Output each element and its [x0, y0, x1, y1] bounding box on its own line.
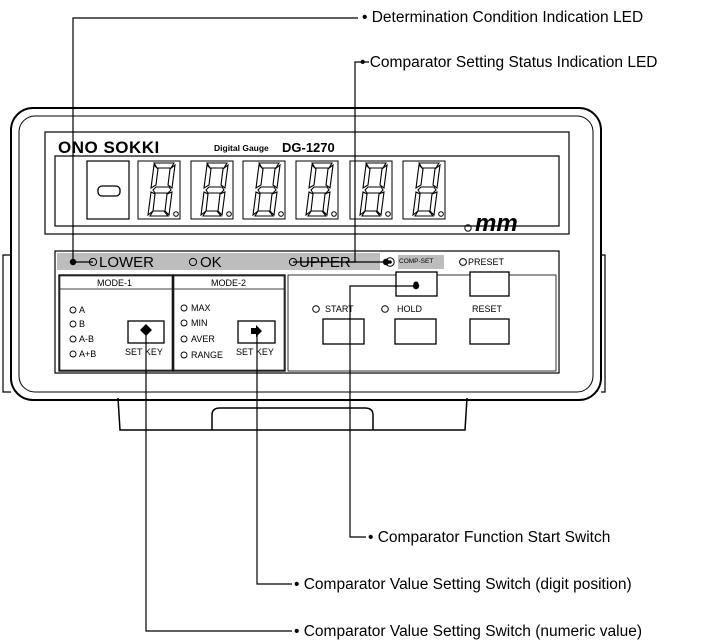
mode1-option-a-plus-b: A+B: [79, 349, 97, 359]
ok-led: [188, 257, 198, 267]
mode2-option-aver: AVER: [191, 334, 215, 344]
mode1-option-a: A: [79, 305, 86, 315]
callout-determination-led: • Determination Condition Indication LED: [362, 9, 644, 26]
callout-leader-lines: [72, 17, 416, 632]
reset-button[interactable]: [469, 318, 510, 345]
mode2-led-range: [180, 351, 188, 359]
mode1-option-a-minus-b: A-B: [79, 334, 95, 344]
callout-comparator-start-switch: • Comparator Function Start Switch: [368, 529, 611, 546]
mode1-led-a-plus-b: [69, 350, 77, 358]
device-stand: [117, 397, 468, 431]
status-led-strip: [57, 253, 380, 270]
unit-label: mm: [475, 210, 518, 237]
mode2-title: MODE-2: [211, 278, 247, 288]
mode2-led-max: [180, 304, 188, 312]
mode2-led-min: [180, 319, 188, 327]
mode2-option-range: RANGE: [191, 350, 224, 360]
mode2-set-key-label: SET KEY: [236, 347, 274, 357]
mode-panels: [58, 274, 557, 372]
upper-label: UPPER: [299, 254, 351, 271]
hold-label: HOLD: [397, 304, 423, 314]
mode1-title: MODE-1: [97, 278, 133, 288]
device-housing: [2, 107, 606, 401]
mode2-led-aver: [180, 335, 188, 343]
preset-label: PRESET: [468, 257, 505, 267]
model-number: DG-1270: [282, 140, 335, 155]
callout-digit-position-switch: • Comparator Value Setting Switch (digit…: [294, 576, 632, 593]
mode1-led-b: [69, 320, 77, 328]
mode2-option-max: MAX: [191, 303, 211, 313]
ok-label: OK: [200, 254, 222, 271]
callout-numeric-value-switch: • Comparator Value Setting Switch (numer…: [294, 623, 643, 640]
mode1-option-b: B: [79, 319, 86, 329]
hold-led: [381, 305, 389, 313]
mode1-led-a: [69, 306, 77, 314]
lower-label: LOWER: [99, 254, 155, 271]
start-led: [312, 305, 320, 313]
start-label: START: [325, 304, 354, 314]
mode1-led-a-minus-b: [69, 335, 77, 343]
brand-logo: ONO SOKKI: [58, 138, 160, 157]
seven-segment-display: [86, 160, 472, 232]
comp-set-label: COMP-SET: [399, 258, 434, 265]
mode2-option-min: MIN: [191, 318, 208, 328]
mode1-set-key-label: SET KEY: [125, 347, 163, 357]
hold-button[interactable]: [394, 318, 437, 345]
reset-label: RESET: [472, 304, 503, 314]
preset-led: [459, 258, 467, 266]
model-caption: Digital Gauge: [214, 143, 269, 153]
callout-comparator-status-led: • Comparator Setting Status Indication L…: [360, 54, 658, 71]
preset-button[interactable]: [469, 271, 510, 297]
start-button[interactable]: [322, 318, 365, 345]
